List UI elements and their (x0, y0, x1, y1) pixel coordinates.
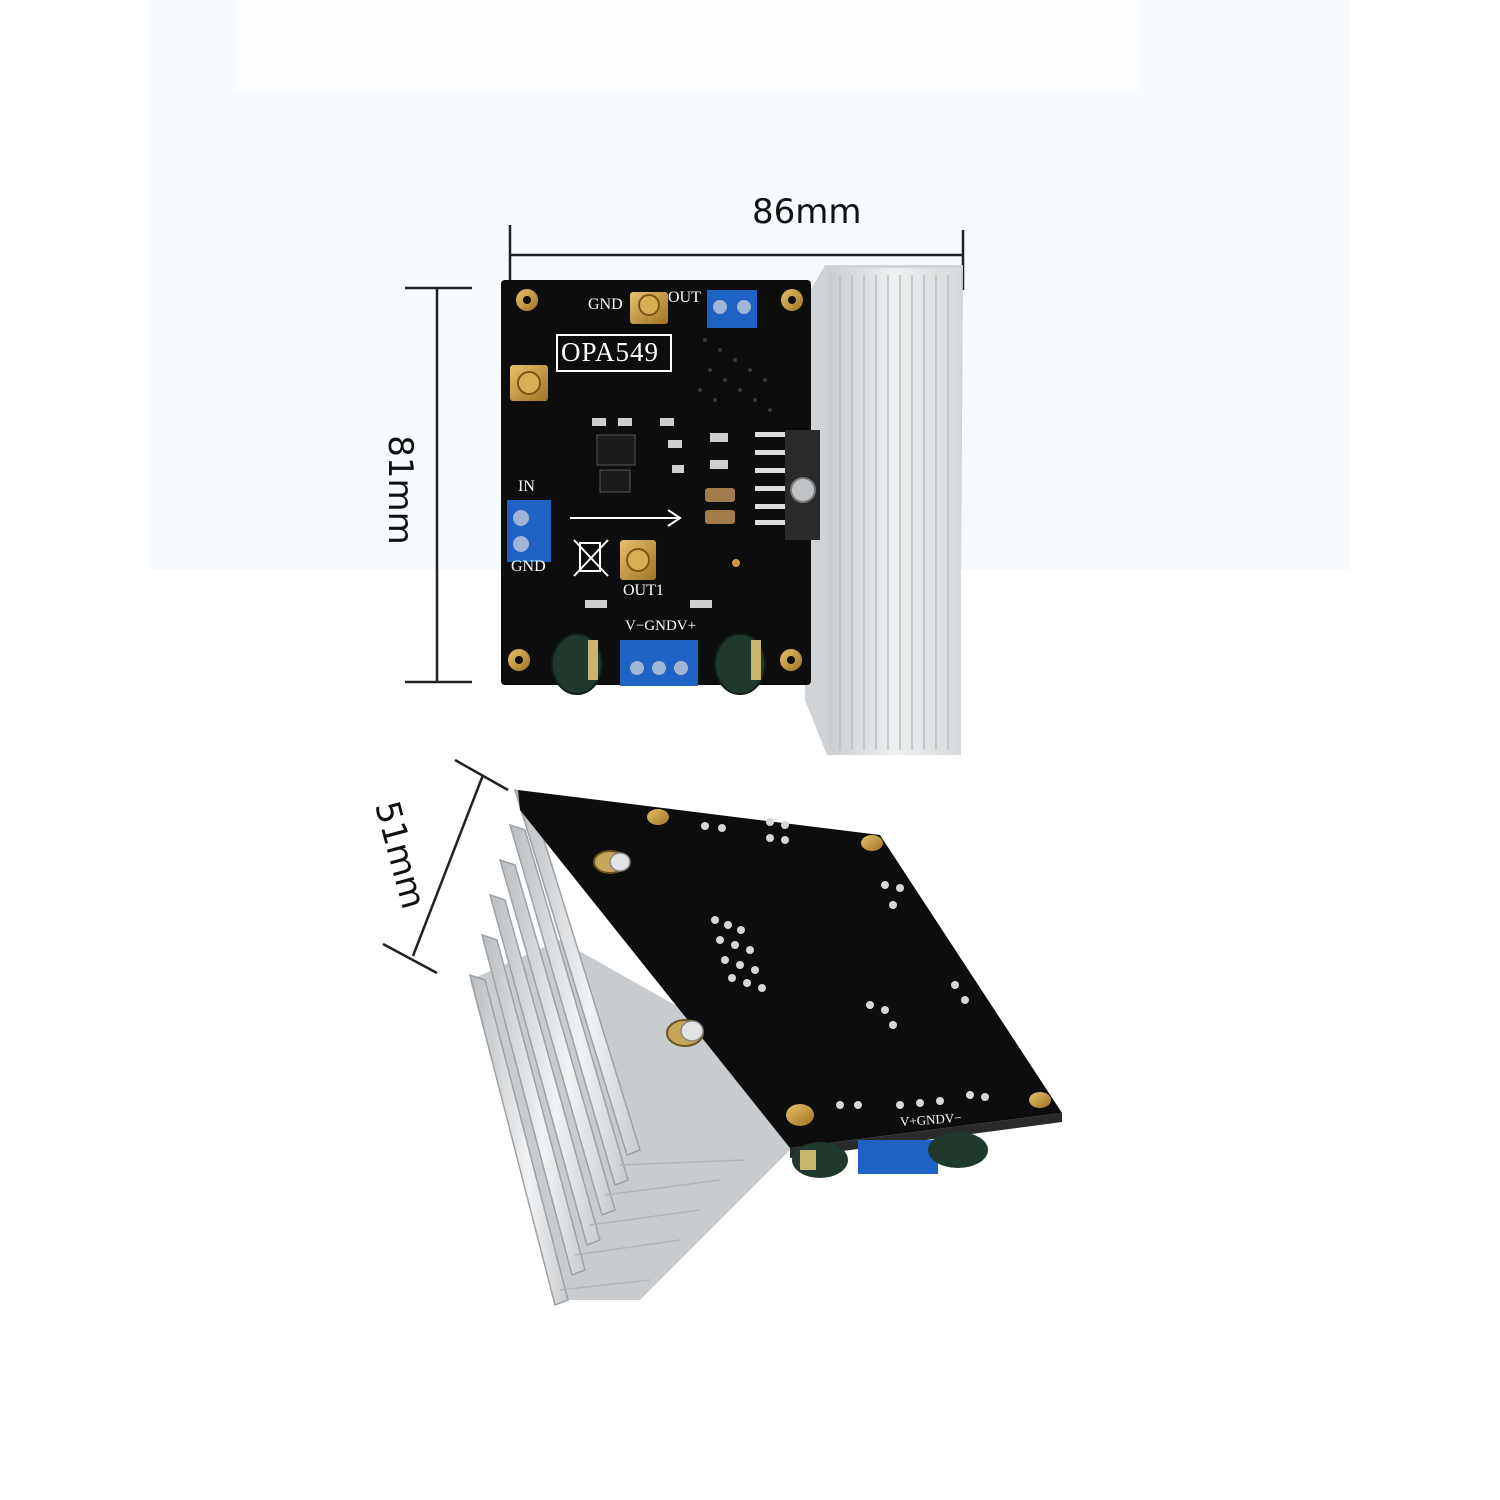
silk-power-label: V−GNDV+ (625, 618, 697, 634)
dimension-depth-line (382, 758, 509, 975)
silk-gnd-left: GND (511, 558, 546, 575)
silk-gnd-top: GND (588, 296, 623, 313)
silk-in-label: IN (518, 478, 535, 495)
pcb-angled-view (518, 790, 1062, 1178)
dimension-width-label: 86mm (752, 192, 862, 232)
silk-out-top: OUT (668, 289, 701, 306)
pcb-top-view (501, 280, 820, 695)
background-top (235, 0, 1140, 92)
dimension-height-label: 81mm (379, 435, 420, 545)
silk-out1-label: OUT1 (623, 582, 664, 599)
dimension-height-line (405, 286, 472, 684)
dimension-width-line (508, 225, 965, 290)
heatsink-top-view (805, 265, 963, 755)
silk-chip-label: OPA549 (561, 337, 660, 367)
